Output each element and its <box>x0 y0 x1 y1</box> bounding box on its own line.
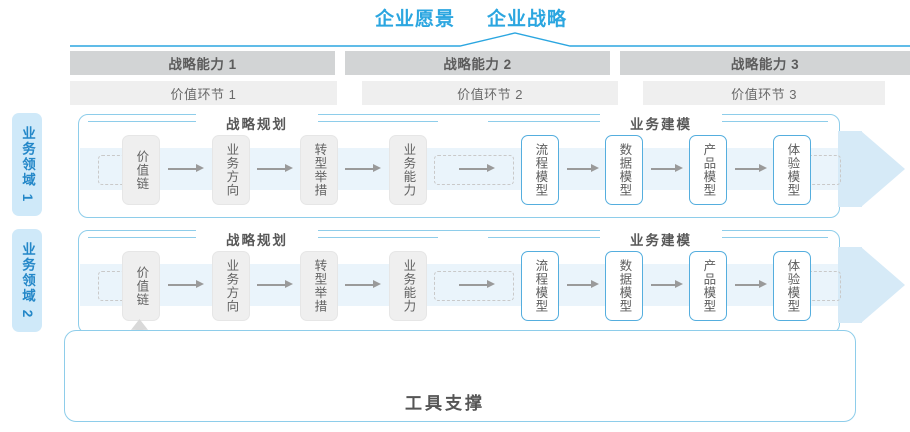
flow-band-tail-row-1 <box>838 131 862 207</box>
sidebar-item-domain-1[interactable]: 业务领域 1 <box>12 113 42 216</box>
flow-arrow-row-1-5 <box>567 164 599 173</box>
node-data-model-row-1[interactable]: 数据模型 <box>605 135 643 205</box>
value-link-label-1: 价值环节 1 <box>170 86 237 102</box>
flow-arrow-row-1-7 <box>735 164 767 173</box>
node-business-direction-row-2[interactable]: 业务方向 <box>212 251 250 321</box>
node-data-model-row-2[interactable]: 数据模型 <box>605 251 643 321</box>
node-label: 数据模型 <box>617 143 632 197</box>
vision-title: 企业愿景 <box>375 9 456 30</box>
node-label: 流程模型 <box>533 259 548 313</box>
flow-arrow-row-1-3 <box>345 164 381 173</box>
capability-bar-2: 战略能力 2 <box>345 51 610 75</box>
node-label: 产品模型 <box>701 259 716 313</box>
node-process-model-row-2[interactable]: 流程模型 <box>521 251 559 321</box>
node-transformation-measures-row-2[interactable]: 转型举措 <box>300 251 338 321</box>
node-transformation-measures-row-1[interactable]: 转型举措 <box>300 135 338 205</box>
flow-arrow-row-1-6 <box>651 164 683 173</box>
capability-bar-3: 战略能力 3 <box>620 51 910 75</box>
strategy-title: 企业战略 <box>487 9 568 30</box>
capability-bar-1: 战略能力 1 <box>70 51 335 75</box>
flow-arrow-row-2-3 <box>345 280 381 289</box>
node-label: 业务能力 <box>401 259 416 313</box>
flow-band-arrowhead-row-1 <box>861 131 905 207</box>
value-link-band: 价值环节 1 价值环节 2 价值环节 3 <box>70 81 910 105</box>
node-business-capability-row-2[interactable]: 业务能力 <box>389 251 427 321</box>
section-label-modeling-row-2: 业务建模 <box>600 229 722 249</box>
node-label: 体验模型 <box>785 143 800 197</box>
section-label-planning-row-1: 战略规划 <box>196 113 318 133</box>
capability-label-2: 战略能力 2 <box>443 57 512 72</box>
capability-label-3: 战略能力 3 <box>730 57 800 72</box>
section-label-planning-row-2: 战略规划 <box>196 229 318 249</box>
domain-label-1: 业务领域 1 <box>20 125 35 204</box>
flow-band-tail-row-2 <box>838 247 862 323</box>
node-label: 转型举措 <box>312 259 327 313</box>
flow-arrow-row-1-1 <box>168 164 204 173</box>
value-link-bar-2: 价值环节 2 <box>361 81 619 105</box>
value-link-bar-1: 价值环节 1 <box>70 81 337 105</box>
node-label: 价值链 <box>134 149 149 191</box>
domain-label-2: 业务领域 2 <box>20 241 35 320</box>
node-label: 体验模型 <box>785 259 800 313</box>
value-link-bar-3: 价值环节 3 <box>643 81 885 105</box>
node-label: 数据模型 <box>617 259 632 313</box>
placeholder-dashed-row-1-b <box>434 155 514 185</box>
node-experience-model-row-2[interactable]: 体验模型 <box>773 251 811 321</box>
node-business-direction-row-1[interactable]: 业务方向 <box>212 135 250 205</box>
flow-arrow-row-1-2 <box>257 164 293 173</box>
node-process-model-row-1[interactable]: 流程模型 <box>521 135 559 205</box>
node-label: 转型举措 <box>312 143 327 197</box>
node-experience-model-row-1[interactable]: 体验模型 <box>773 135 811 205</box>
value-link-notch-3 <box>884 81 910 105</box>
node-business-capability-row-1[interactable]: 业务能力 <box>389 135 427 205</box>
node-label: 价值链 <box>134 265 149 307</box>
value-link-label-3: 价值环节 3 <box>731 86 797 102</box>
tool-support-container <box>64 330 856 422</box>
value-link-notch-1 <box>336 81 362 105</box>
capability-label-1: 战略能力 1 <box>168 57 237 72</box>
node-value-chain-row-1[interactable]: 价值链 <box>122 135 160 205</box>
flow-arrow-row-2-2 <box>257 280 293 289</box>
flow-band-arrowhead-row-2 <box>861 247 905 323</box>
node-product-model-row-2[interactable]: 产品模型 <box>689 251 727 321</box>
sidebar-item-domain-2[interactable]: 业务领域 2 <box>12 229 42 332</box>
value-link-notch-2 <box>618 81 644 105</box>
tool-support-label: 工具支撑 <box>405 394 485 413</box>
flow-arrow-row-2-4 <box>459 280 495 289</box>
vision-connector-line <box>70 32 910 47</box>
flow-arrow-row-2-5 <box>567 280 599 289</box>
value-link-label-2: 价值环节 2 <box>457 86 523 102</box>
flow-arrow-row-2-7 <box>735 280 767 289</box>
node-label: 业务方向 <box>224 259 239 313</box>
node-label: 产品模型 <box>701 143 716 197</box>
node-label: 业务方向 <box>224 143 239 197</box>
flow-arrow-row-1-4 <box>459 164 495 173</box>
node-value-chain-row-2[interactable]: 价值链 <box>122 251 160 321</box>
node-label: 流程模型 <box>533 143 548 197</box>
flow-arrow-row-2-6 <box>651 280 683 289</box>
flow-arrow-row-2-1 <box>168 280 204 289</box>
node-product-model-row-1[interactable]: 产品模型 <box>689 135 727 205</box>
placeholder-dashed-row-2-b <box>434 271 514 301</box>
node-label: 业务能力 <box>401 143 416 197</box>
section-label-modeling-row-1: 业务建模 <box>600 113 722 133</box>
